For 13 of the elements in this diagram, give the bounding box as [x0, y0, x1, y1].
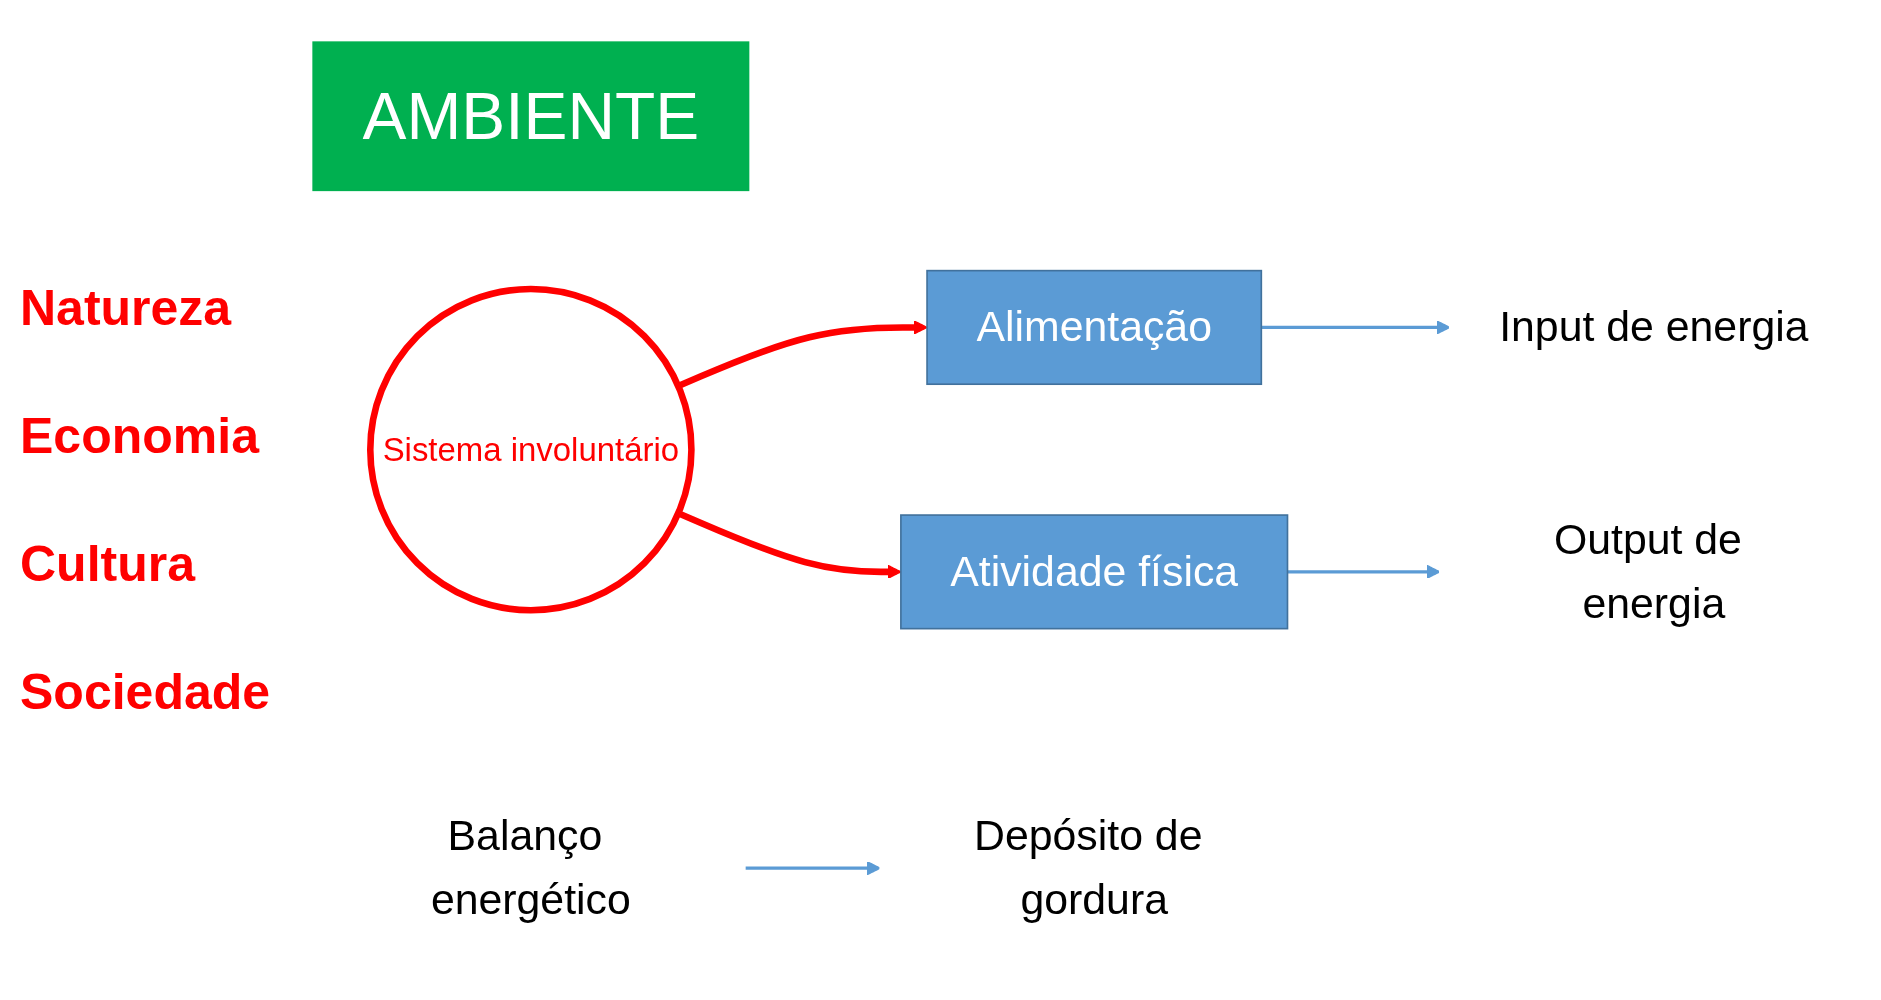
node-text: Balanço energético — [430, 810, 631, 925]
factor-label: Sociedade — [20, 663, 272, 721]
node-text: Output de energia — [1553, 514, 1742, 629]
node-text: Depósito de gordura — [974, 810, 1203, 925]
node-box: Alimentação — [926, 270, 1263, 386]
factor-label: Economia — [20, 407, 261, 465]
node-circle: Sistema involuntário — [367, 286, 695, 614]
node-box: Atividade física — [900, 514, 1289, 630]
factor-label: Natureza — [20, 279, 233, 337]
factor-label: Cultura — [20, 535, 197, 593]
node-text: Input de energia — [1499, 302, 1809, 352]
node-box: AMBIENTE — [312, 41, 750, 192]
arrow — [744, 861, 881, 876]
